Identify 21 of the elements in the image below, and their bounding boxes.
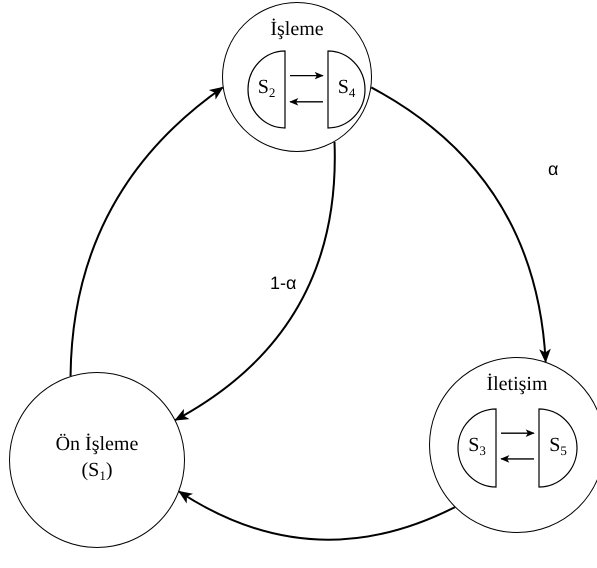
arrow bbox=[178, 490, 456, 541]
arrow bbox=[289, 98, 323, 106]
arrow bbox=[500, 455, 534, 463]
state-circle bbox=[222, 2, 372, 152]
state-label: S$_{2}$ bbox=[258, 74, 276, 102]
state-label: S$_{3}$ bbox=[468, 433, 486, 460]
arrow bbox=[370, 86, 550, 363]
circle-title: İletişim bbox=[486, 372, 548, 396]
state-label: Ön İşleme bbox=[56, 432, 138, 457]
state-circle bbox=[9, 372, 185, 548]
state-label: S$_{4}$ bbox=[338, 74, 356, 102]
arrow bbox=[70, 86, 224, 376]
state-label: (S$_{1}$) bbox=[82, 458, 112, 485]
edge-label: α bbox=[548, 158, 558, 180]
arrow bbox=[290, 72, 324, 80]
circle-title: İşleme bbox=[270, 17, 324, 41]
arrow bbox=[501, 429, 535, 437]
edge-label: 1-α bbox=[270, 272, 296, 294]
arrow bbox=[174, 142, 336, 421]
state-label: S$_{5}$ bbox=[549, 433, 567, 460]
state-circle bbox=[429, 357, 597, 533]
